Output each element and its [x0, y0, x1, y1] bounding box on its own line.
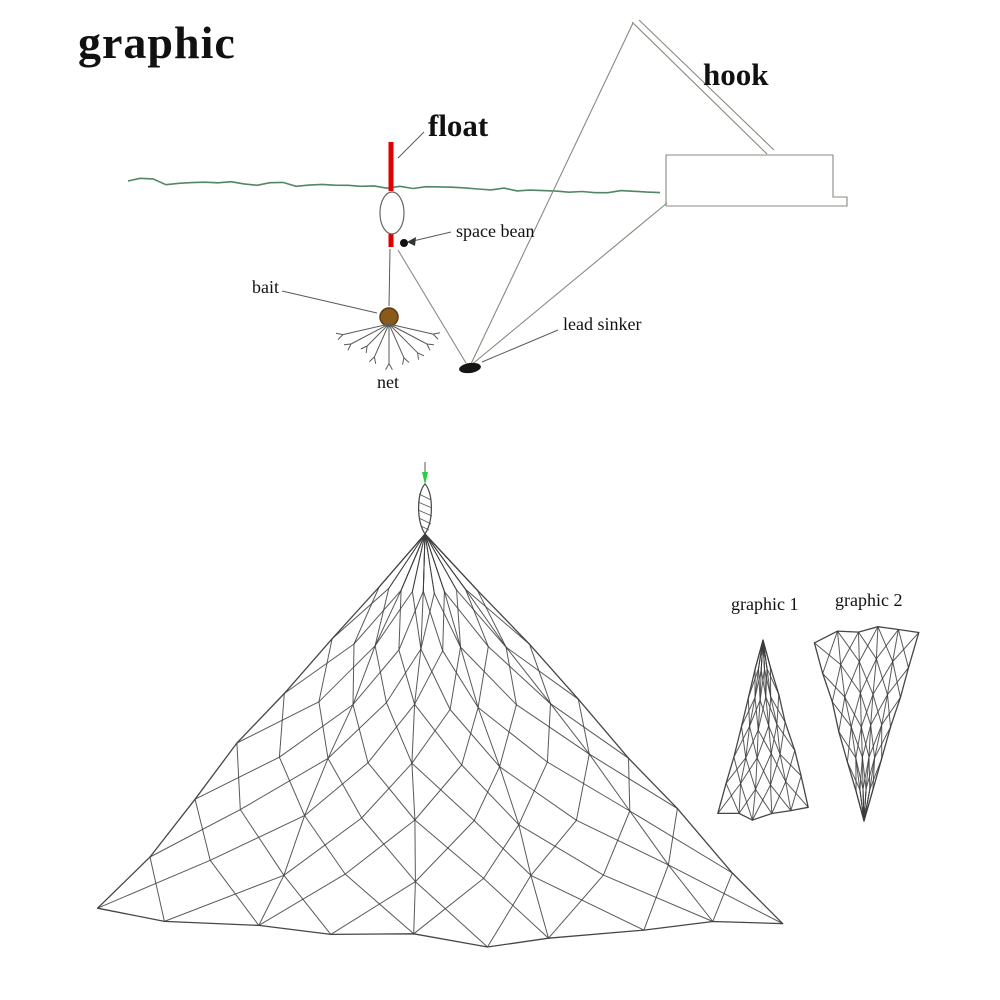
net-mesh-diagonal-a [149, 533, 784, 948]
rig-diagram: graphic hook float space bean bait net l… [78, 17, 848, 392]
leader-line [388, 248, 391, 307]
bait-ball [379, 307, 399, 327]
float-body [379, 191, 405, 235]
graphic1-label: graphic 1 [731, 594, 798, 614]
water-surface-line [127, 177, 661, 194]
small-net-graphic2 [813, 626, 920, 822]
bait-label: bait [252, 277, 279, 297]
float-to-sinker-line [397, 249, 467, 364]
space-bean-pointer [412, 231, 452, 242]
spindle-green-tip [422, 472, 428, 485]
net-edges [96, 533, 784, 948]
hook-line-1 [631, 21, 768, 155]
net-radial-strands [738, 639, 792, 821]
lead-sinker-pointer [481, 329, 559, 363]
spindle-body [418, 483, 432, 536]
water-wave-path [127, 177, 661, 194]
bait-pointer [281, 290, 378, 314]
float-pointer [397, 131, 425, 159]
tassel-threads [335, 323, 441, 370]
boat-outline [665, 154, 848, 207]
title-label: graphic [78, 17, 236, 68]
lead-sinker-label: lead sinker [563, 314, 641, 334]
net-edges [717, 639, 809, 821]
net-tassel [335, 323, 441, 370]
space-bean-label: space bean [456, 221, 534, 241]
net-edges [813, 626, 920, 822]
space-bean-arrowhead [407, 237, 416, 246]
space-bean-dot [400, 239, 408, 247]
large-cast-net [96, 533, 784, 948]
net-radial-strands [258, 533, 714, 939]
hook-label: hook [703, 57, 769, 92]
spindle-winding [417, 493, 433, 531]
graphic2-label: graphic 2 [835, 590, 902, 610]
net-radial-strands [837, 626, 899, 822]
hook-line-2 [638, 19, 775, 151]
cast-net-diagram: graphic 1 graphic 2 [96, 462, 920, 948]
small-net-graphic1 [717, 639, 809, 821]
net-label: net [377, 372, 399, 392]
lead-sinker-weight [459, 362, 481, 374]
float-label: float [428, 108, 489, 143]
